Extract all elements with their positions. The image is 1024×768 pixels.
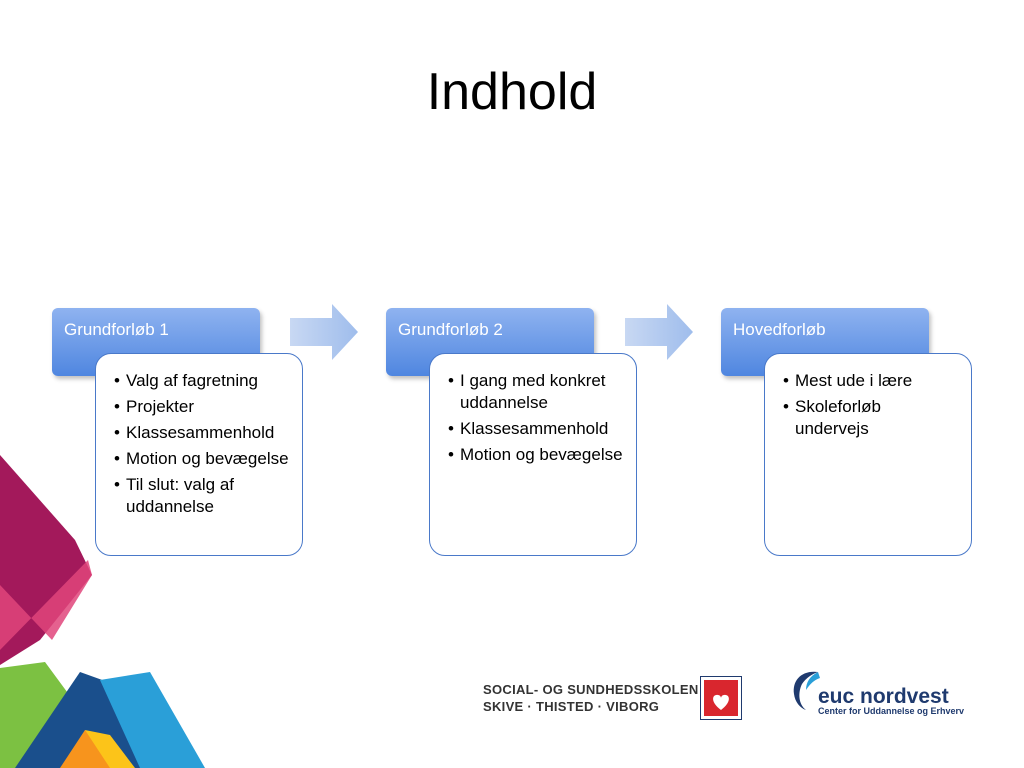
list-item: Motion og bevægelse — [448, 444, 624, 466]
stage-body-grundforloeb-1: Valg af fagretning Projekter Klassesamme… — [95, 353, 303, 556]
stage-item-list: Valg af fagretning Projekter Klassesamme… — [96, 354, 302, 518]
school-logo-icon — [700, 676, 742, 720]
euc-logo-name: euc nordvest — [818, 685, 949, 708]
list-item: I gang med konkret uddannelse — [448, 370, 624, 414]
list-item: Valg af fagretning — [114, 370, 290, 392]
decorative-ribbons — [0, 455, 205, 768]
school-name-line2: SKIVE · THISTED · VIBORG — [483, 699, 660, 714]
list-item: Mest ude i lære — [783, 370, 959, 392]
stage-header-label: Hovedforløb — [733, 320, 826, 339]
list-item: Motion og bevægelse — [114, 448, 290, 470]
school-name-line1: SOCIAL- OG SUNDHEDSSKOLEN — [483, 682, 699, 697]
list-item: Skoleforløb undervejs — [783, 396, 959, 440]
stage-item-list: I gang med konkret uddannelse Klassesamm… — [430, 354, 636, 466]
stage-item-list: Mest ude i lære Skoleforløb undervejs — [765, 354, 971, 440]
euc-logo-tagline: Center for Uddannelse og Erhverv — [818, 706, 965, 716]
arrow-right-icon — [625, 304, 693, 360]
school-logo-text: SOCIAL- OG SUNDHEDSSKOLEN SKIVE · THISTE… — [483, 681, 699, 715]
euc-logo-icon — [793, 671, 820, 710]
list-item: Projekter — [114, 396, 290, 418]
stage-header-label: Grundforløb 1 — [64, 320, 169, 339]
list-item: Klassesammenhold — [114, 422, 290, 444]
stage-header-label: Grundforløb 2 — [398, 320, 503, 339]
page-title: Indhold — [426, 63, 598, 121]
arrow-right-icon — [290, 304, 358, 360]
list-item: Klassesammenhold — [448, 418, 624, 440]
list-item: Til slut: valg af uddannelse — [114, 474, 290, 518]
stage-body-grundforloeb-2: I gang med konkret uddannelse Klassesamm… — [429, 353, 637, 556]
stage-body-hovedforloeb: Mest ude i lære Skoleforløb undervejs — [764, 353, 972, 556]
